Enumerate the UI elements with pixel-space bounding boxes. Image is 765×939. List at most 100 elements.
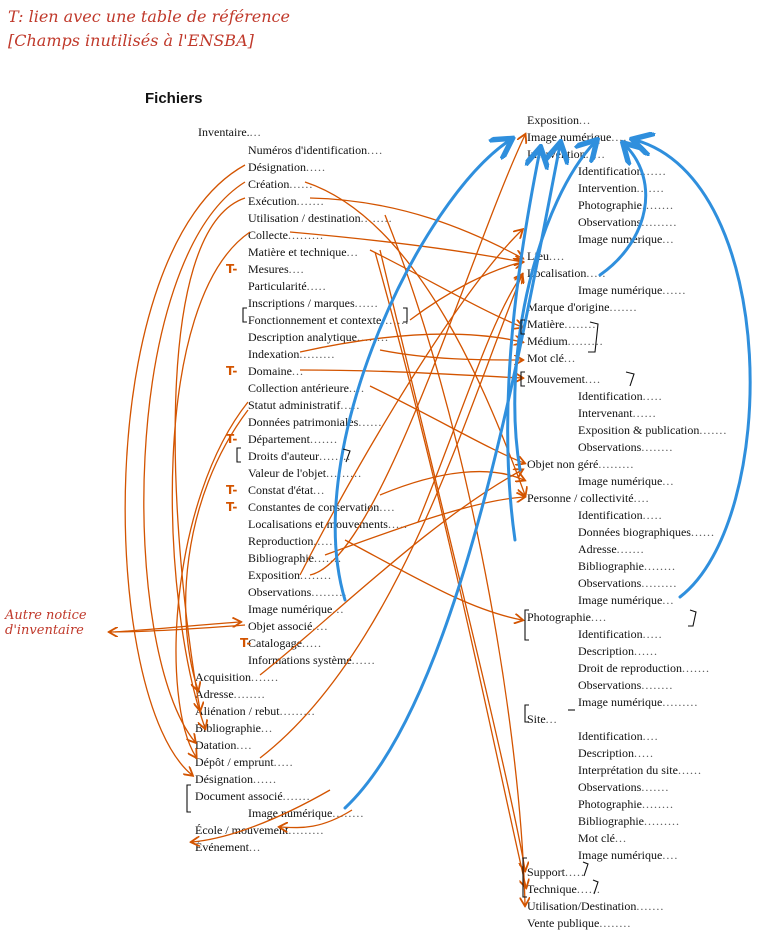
right-field-leader-dots: ... xyxy=(615,831,627,845)
right-field-leader-dots: ... xyxy=(579,113,592,127)
right-field: Intervention....... xyxy=(578,181,665,195)
right-field: Exposition & publication....... xyxy=(578,423,727,437)
left-field-label: Domaine xyxy=(248,364,292,378)
link-lieu-image-image xyxy=(598,145,648,277)
link-collection-objet xyxy=(369,385,524,463)
right-field-leader-dots: ... xyxy=(662,474,675,488)
left-field-leader-dots: ......... xyxy=(311,585,348,599)
right-field-leader-dots: ..... xyxy=(642,508,663,522)
link-outside-objet-associe xyxy=(114,622,240,633)
left-field-label: Statut administratif xyxy=(248,398,341,412)
left-field-label: Valeur de l'objet xyxy=(248,466,327,480)
right-field-leader-dots: ......... xyxy=(598,457,635,471)
reference-table-mark: T- xyxy=(226,262,238,276)
bracket-document xyxy=(186,784,191,813)
left-field-leader-dots: ...... xyxy=(358,415,383,429)
left-field-leader-dots: ... xyxy=(313,483,326,497)
right-field-leader-dots: ......... xyxy=(644,814,680,828)
link-statut-datation xyxy=(175,401,249,757)
bracket-technique-right xyxy=(592,879,599,895)
right-field-leader-dots: ..... xyxy=(634,746,654,760)
right-field-leader-dots: ........ xyxy=(641,678,674,692)
right-field-label: Matière xyxy=(527,317,565,331)
link-domaine-mouvement xyxy=(299,369,522,378)
right-field: Site... xyxy=(527,712,558,726)
left-field: Valeur de l'objet......... xyxy=(248,466,362,480)
outside-note-line1: Autre notice xyxy=(5,608,87,623)
right-field: Identification.... xyxy=(578,729,659,743)
right-field-leader-dots: ... xyxy=(662,593,675,607)
right-field: Matière........ xyxy=(527,317,596,331)
left-field-leader-dots: ........ xyxy=(233,687,266,701)
link-doc-image-intervention xyxy=(343,145,560,810)
link-utilisation-utilisation xyxy=(384,214,525,905)
link-indexation-motcle xyxy=(379,349,522,360)
right-field-leader-dots: ... xyxy=(662,232,675,246)
left-field-label: Objet associé xyxy=(248,619,313,633)
left-field-label: Droits d'auteur xyxy=(248,449,320,463)
left-field: Bibliographie... xyxy=(195,721,273,735)
bracket-support-right xyxy=(582,861,589,877)
right-field-leader-dots: ...... xyxy=(634,644,658,658)
right-field-leader-dots: ........ xyxy=(564,317,597,331)
bracket-droits-right xyxy=(342,448,351,463)
bracket-fonctionnement-right xyxy=(403,307,408,323)
left-field-leader-dots: ..... xyxy=(273,755,294,769)
left-field-label: Désignation xyxy=(248,160,306,174)
left-field: Document associé....... xyxy=(195,789,311,803)
right-field: Droit de reproduction....... xyxy=(578,661,710,675)
left-field-label: Mesures xyxy=(248,262,289,276)
left-field: Désignation...... xyxy=(195,772,277,786)
reference-table-mark: T- xyxy=(226,500,238,514)
left-field-label: Document associé xyxy=(195,789,283,803)
left-field: Constat d'état... xyxy=(248,483,325,497)
left-field-label: Image numérique xyxy=(248,602,333,616)
left-field-label: Acquisition xyxy=(195,670,251,684)
left-field-leader-dots: ....... xyxy=(381,313,410,327)
right-field-label: Marque d'origine xyxy=(527,300,610,314)
left-field-leader-dots: ..... xyxy=(301,636,322,650)
right-field: Interprétation du site...... xyxy=(578,763,702,777)
left-field-leader-dots: .... xyxy=(379,500,396,514)
right-field: Support..... xyxy=(527,865,585,879)
link-designation-designation xyxy=(124,164,246,775)
right-field: Intervenant...... xyxy=(578,406,657,420)
left-field-label: Adresse xyxy=(195,687,234,701)
right-field: Adresse....... xyxy=(578,542,645,556)
link-execution-personne xyxy=(174,197,246,710)
left-field-label: École / mouvement xyxy=(195,823,289,837)
left-field-leader-dots: ....... xyxy=(296,194,325,208)
left-field-leader-dots: .... xyxy=(367,143,384,157)
right-field: Observations........ xyxy=(578,678,673,692)
right-field-label: Exposition xyxy=(527,113,580,127)
left-field-leader-dots: ... xyxy=(292,364,304,378)
link-mouvement-image xyxy=(506,150,540,542)
right-field: Observations......... xyxy=(578,576,677,590)
right-field: Mot clé... xyxy=(578,831,627,845)
left-field: Numéros d'identification.... xyxy=(248,143,383,157)
right-field-leader-dots: ........ xyxy=(599,916,632,930)
left-field: Utilisation / destination........ xyxy=(248,211,393,225)
right-field-label: Utilisation/Destination xyxy=(527,899,637,913)
right-field-leader-dots: ....... xyxy=(616,542,645,556)
right-field-label: Exposition & publication xyxy=(578,423,700,437)
right-field-leader-dots: ....... xyxy=(636,899,665,913)
right-field-label: Personne / collectivité xyxy=(527,491,634,505)
link-fonctionnement-lieu xyxy=(409,262,522,321)
link-evenement xyxy=(192,789,331,842)
right-field-leader-dots: ...... xyxy=(690,525,715,539)
left-field: Événement... xyxy=(195,840,261,854)
left-field-leader-dots: ......... xyxy=(287,228,324,242)
right-field-leader-dots: ..... xyxy=(586,266,607,280)
right-field-leader-dots: ......... xyxy=(641,215,678,229)
link-matiere-technique xyxy=(374,251,526,887)
left-field-label: Dépôt / emprunt xyxy=(195,755,274,769)
right-field-label: Description xyxy=(578,644,634,658)
right-field: Image numérique......... xyxy=(578,695,698,709)
right-field-leader-dots: ...... xyxy=(677,763,702,777)
right-field: Mot clé... xyxy=(527,351,576,365)
right-field-label: Adresse xyxy=(578,542,617,556)
left-field-label: Inscriptions / marques xyxy=(248,296,355,310)
left-field-label: Exposition xyxy=(248,568,301,582)
